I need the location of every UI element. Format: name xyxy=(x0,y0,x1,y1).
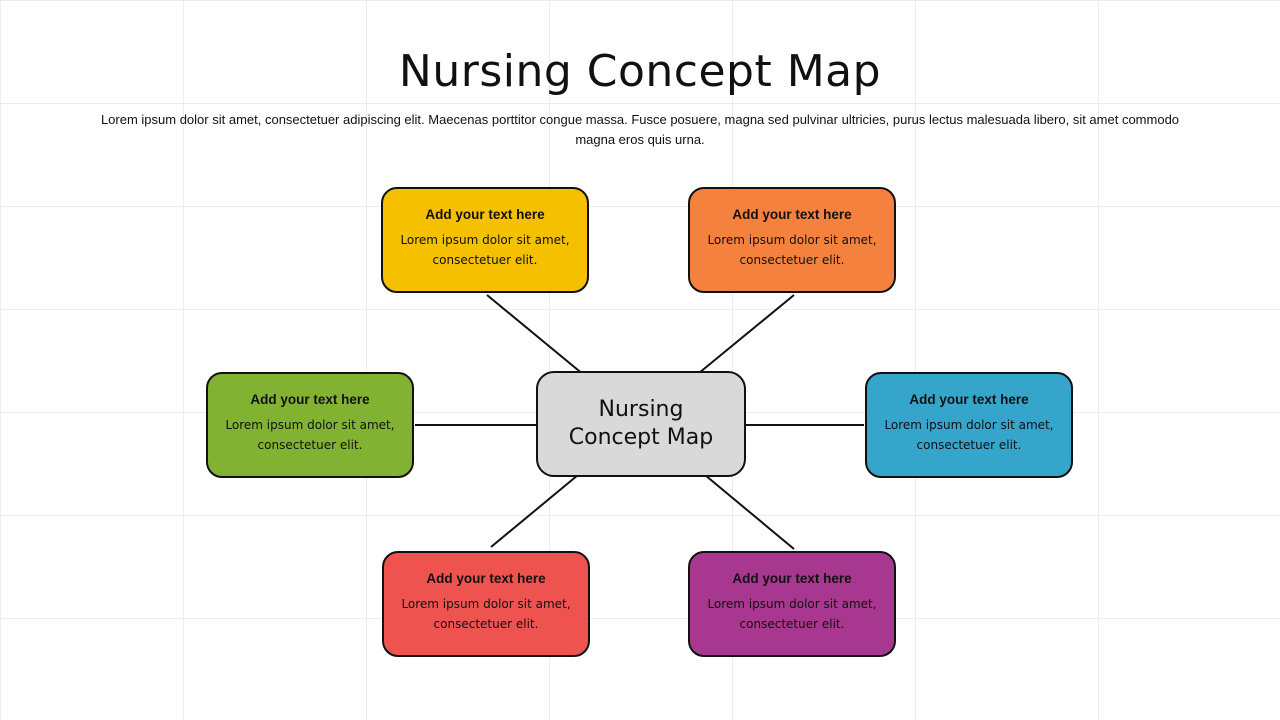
center-node[interactable]: Nursing Concept Map xyxy=(536,371,746,477)
node-heading: Add your text here xyxy=(425,207,545,222)
node-heading: Add your text here xyxy=(426,571,546,586)
center-node-label: Nursing Concept Map xyxy=(568,397,714,450)
node-body: Lorem ipsum dolor sit amet, consectetuer… xyxy=(707,597,877,631)
node-body: Lorem ipsum dolor sit amet, consectetuer… xyxy=(884,418,1054,452)
connector-bottom-right xyxy=(704,474,795,550)
node-bottom-right[interactable]: Add your text here Lorem ipsum dolor sit… xyxy=(688,551,896,657)
connector-top-left xyxy=(486,294,585,376)
connector-top-right xyxy=(698,294,795,374)
node-body: Lorem ipsum dolor sit amet, consectetuer… xyxy=(401,597,571,631)
page-title: Nursing Concept Map xyxy=(398,46,882,97)
node-heading: Add your text here xyxy=(732,571,852,586)
node-heading: Add your text here xyxy=(732,207,852,222)
node-body: Lorem ipsum dolor sit amet, consectetuer… xyxy=(707,233,877,267)
page-subtitle: Lorem ipsum dolor sit amet, consectetuer… xyxy=(100,112,1180,147)
node-body: Lorem ipsum dolor sit amet, consectetuer… xyxy=(225,418,395,452)
node-top-right[interactable]: Add your text here Lorem ipsum dolor sit… xyxy=(688,187,896,293)
node-heading: Add your text here xyxy=(250,392,370,407)
node-bottom-left[interactable]: Add your text here Lorem ipsum dolor sit… xyxy=(382,551,590,657)
node-heading: Add your text here xyxy=(909,392,1029,407)
node-top-left[interactable]: Add your text here Lorem ipsum dolor sit… xyxy=(381,187,589,293)
node-left[interactable]: Add your text here Lorem ipsum dolor sit… xyxy=(206,372,414,478)
node-right[interactable]: Add your text here Lorem ipsum dolor sit… xyxy=(865,372,1073,478)
connector-bottom-left xyxy=(490,474,579,548)
node-body: Lorem ipsum dolor sit amet, consectetuer… xyxy=(400,233,570,267)
